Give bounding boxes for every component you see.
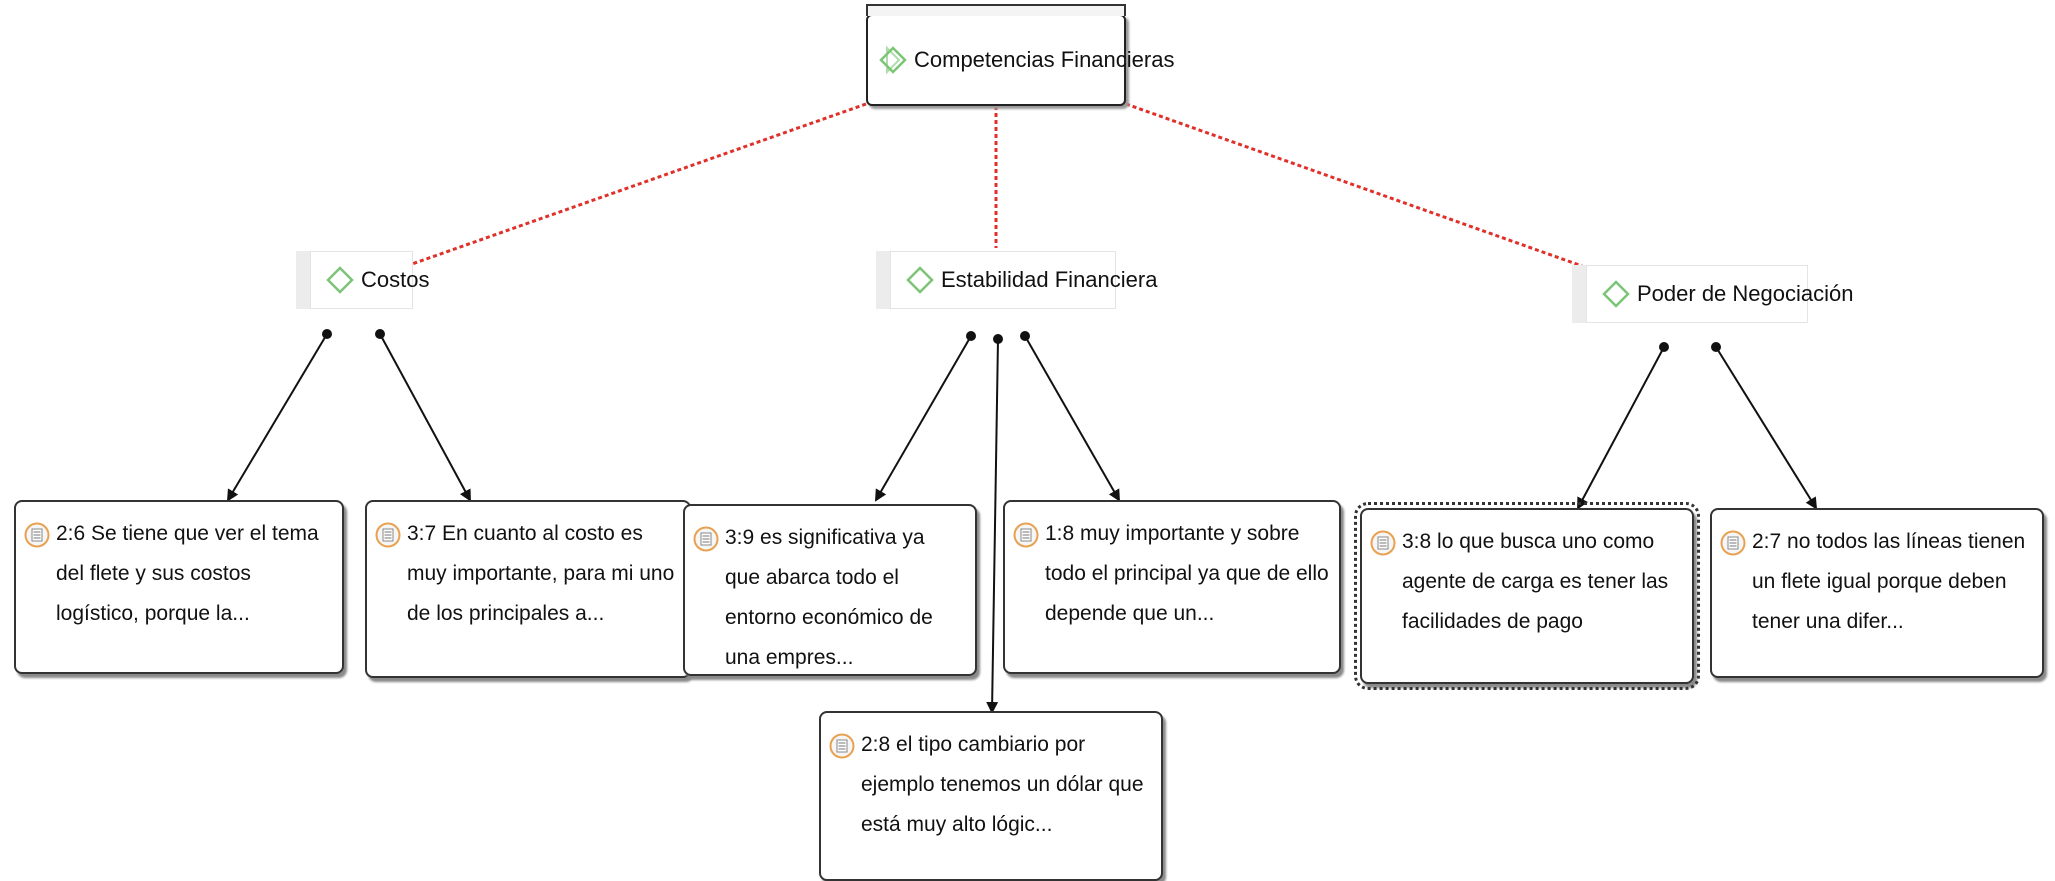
arrow-estabilidad-q18 bbox=[1024, 335, 1120, 502]
quote-node-1-8[interactable]: 1:8 muy importante y sobre todo el princ… bbox=[1003, 500, 1341, 674]
code-node-poder-de-negociacion[interactable]: Poder de Negociación bbox=[1586, 265, 1853, 323]
link-anchor bbox=[322, 329, 332, 339]
root-code-label: Competencias Financieras bbox=[914, 47, 1175, 72]
quote-text-2-7: 2:7 no todos las líneas tienen un flete … bbox=[1752, 530, 2026, 633]
quote-node-3-7[interactable]: 3:7 En cuanto al costo es muy importante… bbox=[365, 500, 691, 678]
document-icon bbox=[829, 733, 855, 759]
link-anchor bbox=[966, 331, 976, 341]
quote-text-3-8: 3:8 lo que busca uno como agente de carg… bbox=[1402, 530, 1669, 633]
document-icon bbox=[1013, 522, 1039, 548]
quote-text-3-9: 3:9 es significativa ya que abarca todo … bbox=[725, 526, 933, 669]
document-icon bbox=[1370, 530, 1396, 556]
arrow-poder-q27 bbox=[1715, 346, 1818, 510]
quote-node-2-6[interactable]: 2:6 Se tiene que ver el tema del flete y… bbox=[14, 500, 344, 674]
arrow-costos-q37 bbox=[379, 333, 471, 502]
code-node-costos[interactable]: Costos bbox=[310, 251, 429, 309]
quote-text-3-7: 3:7 En cuanto al costo es muy importante… bbox=[407, 522, 675, 625]
quote-node-2-7[interactable]: 2:7 no todos las líneas tienen un flete … bbox=[1710, 508, 2044, 678]
link-anchor bbox=[375, 329, 385, 339]
quote-node-3-8[interactable]: 3:8 lo que busca uno como agente de carg… bbox=[1354, 502, 1700, 690]
quote-node-2-8[interactable]: 2:8 el tipo cambiario por ejemplo tenemo… bbox=[819, 711, 1163, 881]
document-icon bbox=[375, 522, 401, 548]
link-anchor bbox=[1659, 342, 1669, 352]
arrow-estabilidad-q39 bbox=[874, 335, 972, 502]
link-root-poder bbox=[1125, 102, 1583, 268]
code-diamond-icon bbox=[1602, 280, 1630, 308]
code-diamond-icon bbox=[326, 266, 354, 294]
arrow-estabilidad-q28 bbox=[986, 338, 999, 714]
document-icon bbox=[24, 522, 50, 548]
code-label-poder-de-negociacion: Poder de Negociación bbox=[1637, 281, 1854, 306]
arrow-costos-q26 bbox=[226, 333, 328, 502]
code-diamond-icon bbox=[879, 45, 907, 75]
code-diamond-icon bbox=[906, 266, 934, 294]
document-icon bbox=[1720, 530, 1746, 556]
arrow-poder-q38 bbox=[1577, 346, 1665, 510]
code-node-estabilidad-financiera[interactable]: Estabilidad Financiera bbox=[890, 251, 1157, 309]
document-icon bbox=[693, 526, 719, 552]
quote-node-3-9[interactable]: 3:9 es significativa ya que abarca todo … bbox=[683, 504, 977, 676]
link-anchor bbox=[1711, 342, 1721, 352]
link-root-costos bbox=[411, 102, 867, 266]
quote-text-2-6: 2:6 Se tiene que ver el tema del flete y… bbox=[56, 522, 319, 625]
root-code-node[interactable]: Competencias Financieras bbox=[866, 4, 1174, 106]
code-label-estabilidad-financiera: Estabilidad Financiera bbox=[941, 267, 1158, 292]
quote-text-1-8: 1:8 muy importante y sobre todo el princ… bbox=[1045, 522, 1329, 625]
code-label-costos: Costos bbox=[361, 267, 430, 292]
link-anchor bbox=[993, 334, 1003, 344]
quote-text-2-8: 2:8 el tipo cambiario por ejemplo tenemo… bbox=[861, 733, 1144, 836]
link-anchor bbox=[1020, 331, 1030, 341]
